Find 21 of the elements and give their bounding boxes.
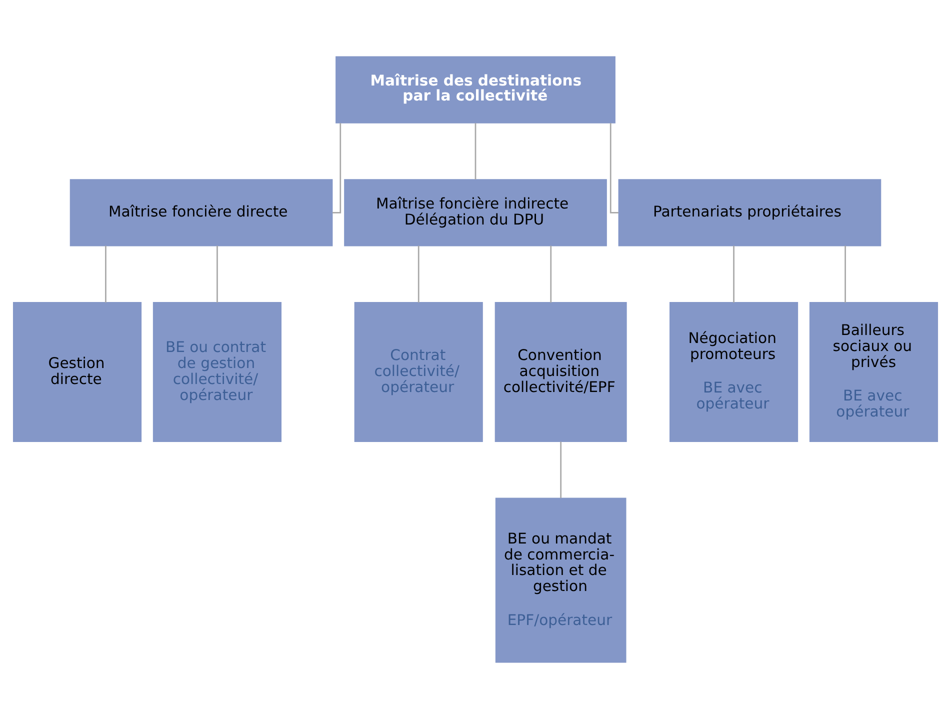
connector	[732, 246, 734, 303]
node-box: Négociation promoteurs BE avec opérateur	[669, 302, 798, 442]
node-box: BE ou contrat de gestion collectivité/ opérateur	[152, 302, 281, 442]
connector	[474, 123, 476, 180]
node-box: Partenariats propriétaires	[618, 179, 881, 246]
node-box: Maîtrise des destinations par la collectivité	[335, 56, 615, 124]
connector	[560, 442, 562, 498]
connector	[550, 246, 552, 303]
connector	[609, 123, 618, 214]
node-box: Gestion directe	[12, 302, 142, 442]
connector	[417, 246, 419, 303]
connector	[844, 246, 846, 303]
node-box: Maîtrise foncière directe	[69, 179, 332, 246]
node-box: Maîtrise foncière indirecte Délégation du DPU	[344, 179, 606, 246]
connector	[216, 246, 218, 303]
node-box: Convention acquisition collectivité/EPF	[494, 302, 626, 442]
connector	[332, 123, 341, 214]
node-box: BE ou mandat de commercia- lisation et de gestion EPF/opérateur	[494, 498, 626, 663]
node-box: Bailleurs sociaux ou privés BE avec opérateur	[808, 302, 938, 442]
connector	[104, 246, 106, 303]
node-box: Contrat collectivité/ opérateur	[354, 302, 482, 442]
